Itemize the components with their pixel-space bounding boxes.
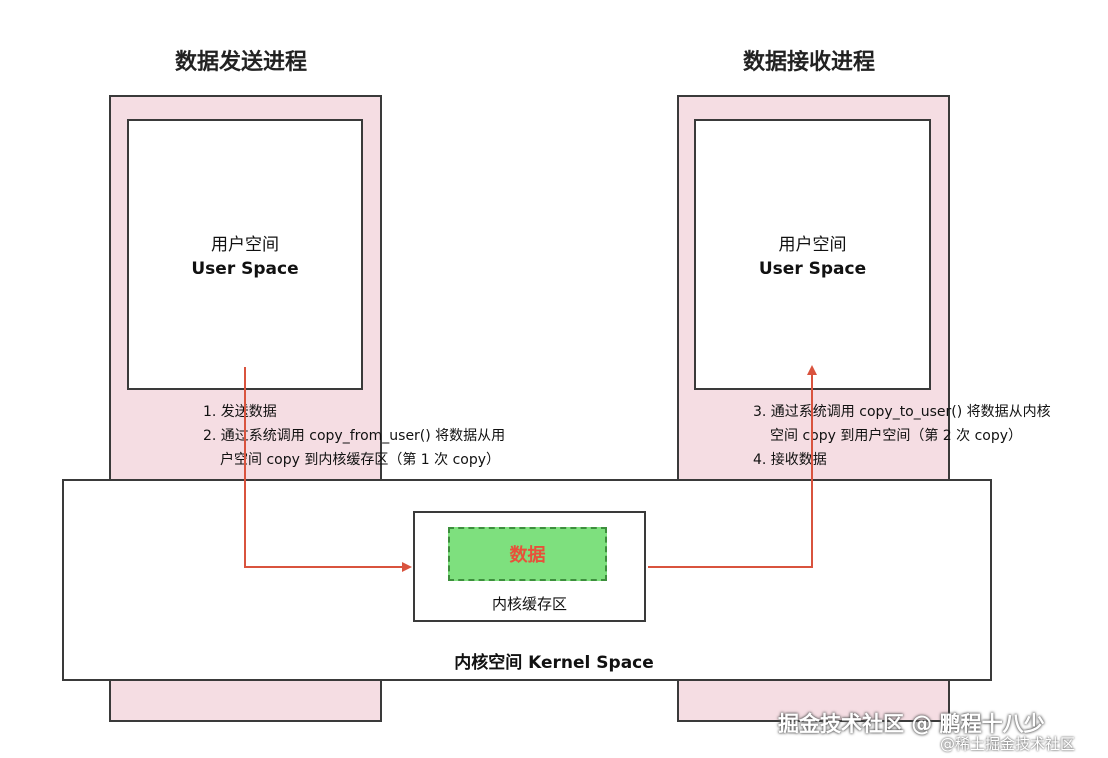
watermark-sub: @稀土掘金技术社区 — [940, 735, 1076, 753]
sender-title: 数据发送进程 — [175, 50, 308, 75]
kernel-space-label: 内核空间 Kernel Space — [454, 653, 654, 673]
sender-user-space-box: 用户空间 User Space — [127, 119, 363, 390]
receiver-user-space-box: 用户空间 User Space — [694, 119, 931, 390]
sender-user-space-en: User Space — [191, 259, 299, 279]
receiver-title: 数据接收进程 — [743, 50, 876, 75]
receiver-step-3: 3. 通过系统调用 copy_to_user() 将数据从内核 — [753, 404, 1051, 420]
kernel-buffer-label: 内核缓存区 — [491, 595, 567, 613]
copy-from-user-arrow — [244, 367, 412, 572]
sender-steps: 1. 发送数据 2. 通过系统调用 copy_from_user() 将数据从用… — [203, 400, 505, 472]
receiver-steps: 3. 通过系统调用 copy_to_user() 将数据从内核 空间 copy … — [753, 400, 1051, 472]
sender-step-2-cont: 户空间 copy 到内核缓存区（第 1 次 copy） — [220, 452, 501, 468]
sender-step-1: 1. 发送数据 — [203, 404, 277, 420]
sender-user-space-zh: 用户空间 — [211, 235, 279, 255]
copy-to-user-arrow — [648, 365, 817, 568]
receiver-step-3-cont: 空间 copy 到用户空间（第 2 次 copy） — [770, 428, 1023, 444]
data-block: 数据 — [448, 527, 607, 581]
receiver-user-space-en: User Space — [758, 259, 867, 279]
receiver-user-space-zh: 用户空间 — [778, 235, 847, 255]
watermark-main: 掘金技术社区 @ 鹏程十八少 — [778, 712, 1045, 736]
sender-step-2: 2. 通过系统调用 copy_from_user() 将数据从用 — [203, 428, 506, 444]
receiver-step-4: 4. 接收数据 — [753, 452, 827, 468]
